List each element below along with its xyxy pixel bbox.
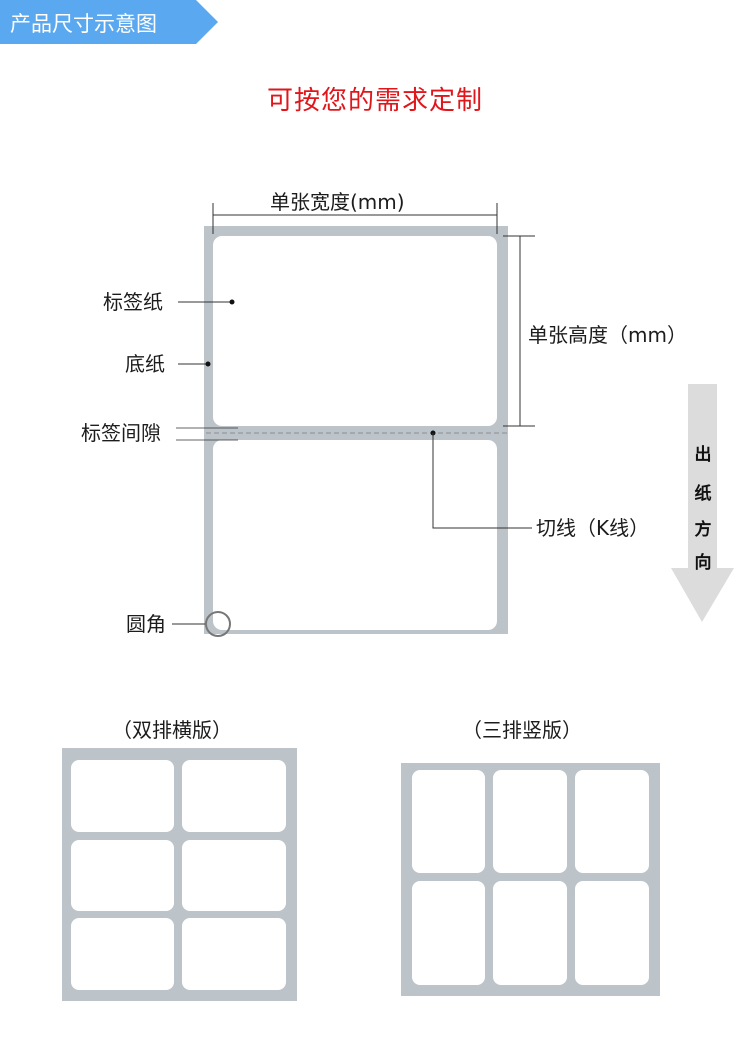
label-gap-label: 标签间隙 — [81, 421, 161, 445]
height-label: 单张高度（mm） — [528, 323, 687, 347]
variant-3col-label — [493, 881, 567, 985]
variant-2col-label — [182, 918, 286, 990]
backing-paper-dot — [205, 361, 211, 367]
variant-3col-label — [412, 770, 485, 873]
label-paper-dot — [229, 299, 235, 305]
variant-3col-label — [493, 770, 567, 873]
variant-3col-label — [575, 881, 649, 985]
label-paper-label: 标签纸 — [103, 290, 163, 314]
feed-direction-char: 方 — [694, 520, 712, 540]
variant-2col-title: （双排横版） — [112, 718, 232, 742]
cut-line-label: 切线（K线） — [536, 516, 650, 540]
variant-2col-label — [182, 760, 286, 832]
rounded-corner-label: 圆角 — [126, 612, 166, 636]
header-tab-shape — [0, 0, 218, 44]
variant-2col-label — [182, 840, 286, 911]
page-subtitle: 可按您的需求定制 — [266, 86, 483, 116]
width-label: 单张宽度(mm) — [270, 190, 405, 214]
header-tab: 产品尺寸示意图 — [0, 0, 218, 44]
variant-2col-label — [71, 918, 174, 990]
feed-direction-arrow — [671, 384, 734, 622]
label-sheet-top — [213, 236, 497, 426]
variant-3col-label — [412, 881, 485, 985]
cut-line-leader — [432, 433, 532, 529]
feed-direction-char: 纸 — [694, 484, 712, 504]
variant-3col-title: （三排竖版） — [462, 718, 582, 742]
backing-paper-label: 底纸 — [125, 352, 165, 376]
feed-direction-char: 向 — [694, 553, 712, 573]
variant-3col-label — [575, 770, 649, 873]
variant-2col-label — [71, 760, 174, 832]
rounded-corner-circle — [205, 611, 231, 637]
variant-2col-label — [71, 840, 174, 911]
label-sheet-bottom — [213, 440, 497, 630]
feed-direction-char: 出 — [694, 445, 712, 465]
header-title: 产品尺寸示意图 — [10, 12, 157, 36]
